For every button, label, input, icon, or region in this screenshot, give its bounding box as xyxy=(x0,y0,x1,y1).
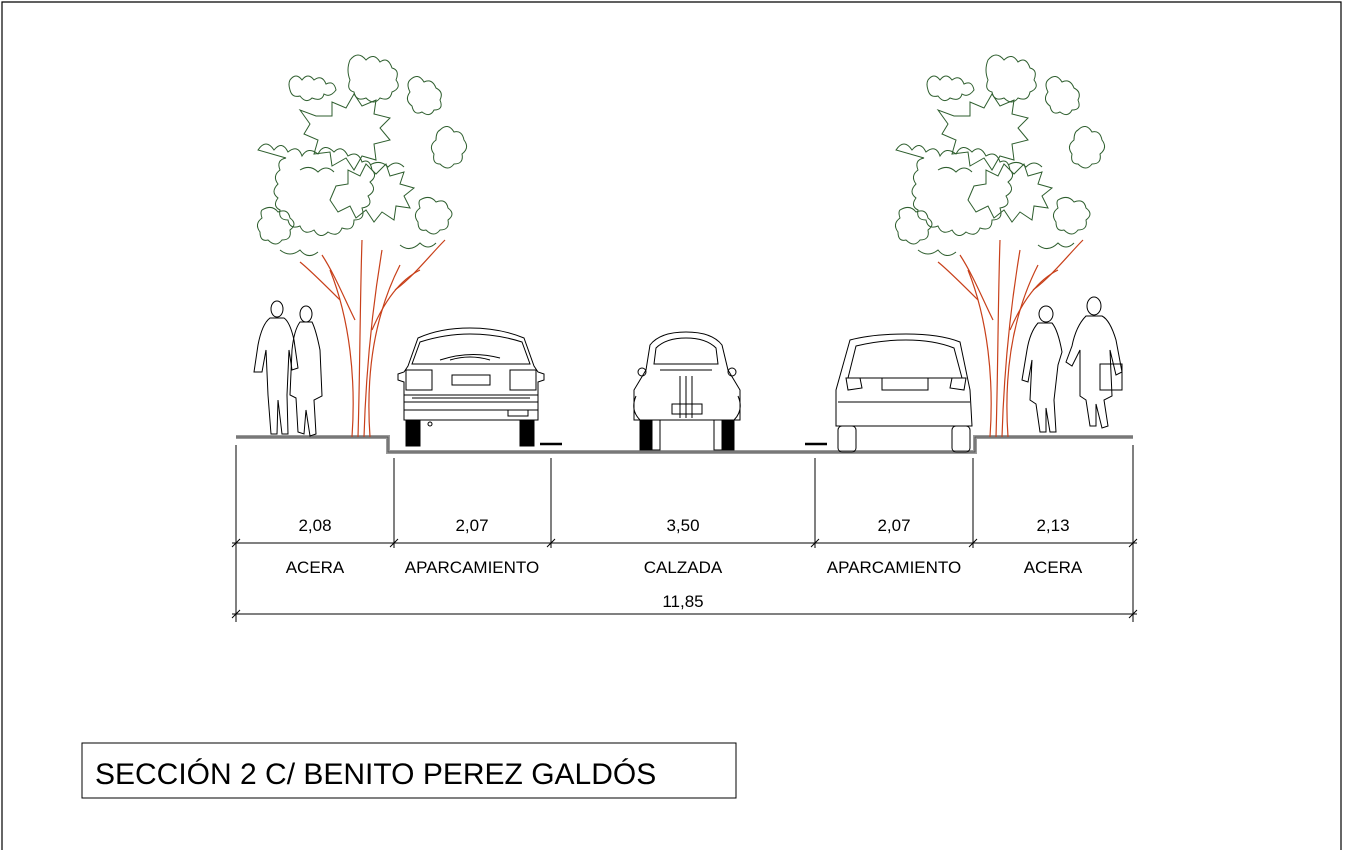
segment-width: 2,07 xyxy=(455,516,488,535)
tree-left xyxy=(256,54,468,438)
dimension-texts: 2,08 2,07 3,50 2,07 2,13 ACERA APARCAMIE… xyxy=(286,516,1083,611)
segment-width: 2,08 xyxy=(298,516,331,535)
tree-trunk xyxy=(299,239,446,438)
tick-mark xyxy=(231,538,241,548)
tick-mark xyxy=(546,538,556,548)
segment-width: 2,07 xyxy=(877,516,910,535)
segment-boundaries xyxy=(235,445,1134,622)
segment-label: APARCAMIENTO xyxy=(827,558,961,577)
person-figure xyxy=(1065,296,1123,429)
pedestrians-left xyxy=(253,300,323,437)
segment-label: APARCAMIENTO xyxy=(405,558,539,577)
person-figure xyxy=(1021,305,1063,433)
car-right xyxy=(835,333,973,453)
tick-mark xyxy=(1128,538,1138,548)
tick-mark xyxy=(968,538,978,548)
tree-trunk xyxy=(937,239,1084,438)
tick-mark xyxy=(389,538,399,548)
total-width: 11,85 xyxy=(662,592,703,611)
pedestrians-right xyxy=(1021,296,1123,433)
segment-label: ACERA xyxy=(1024,558,1083,577)
segment-width: 3,50 xyxy=(666,516,699,535)
person-figure xyxy=(253,300,299,435)
segment-dimension-line xyxy=(231,538,1138,548)
tick-mark xyxy=(810,538,820,548)
person-figure xyxy=(289,305,323,437)
segment-label: CALZADA xyxy=(644,558,723,577)
tree-foliage xyxy=(894,54,1106,256)
car-left xyxy=(397,327,545,447)
tree-right xyxy=(894,54,1106,438)
car-middle xyxy=(633,331,741,451)
segment-width: 2,13 xyxy=(1036,516,1069,535)
tick-mark xyxy=(1128,609,1138,619)
total-dimension-line xyxy=(231,609,1138,619)
ground-profile xyxy=(236,435,1133,454)
segment-label: ACERA xyxy=(286,558,345,577)
tree-foliage xyxy=(256,54,468,256)
section-title: SECCIÓN 2 C/ BENITO PEREZ GALDÓS xyxy=(95,758,656,791)
title-box xyxy=(81,742,737,799)
tick-mark xyxy=(231,609,241,619)
